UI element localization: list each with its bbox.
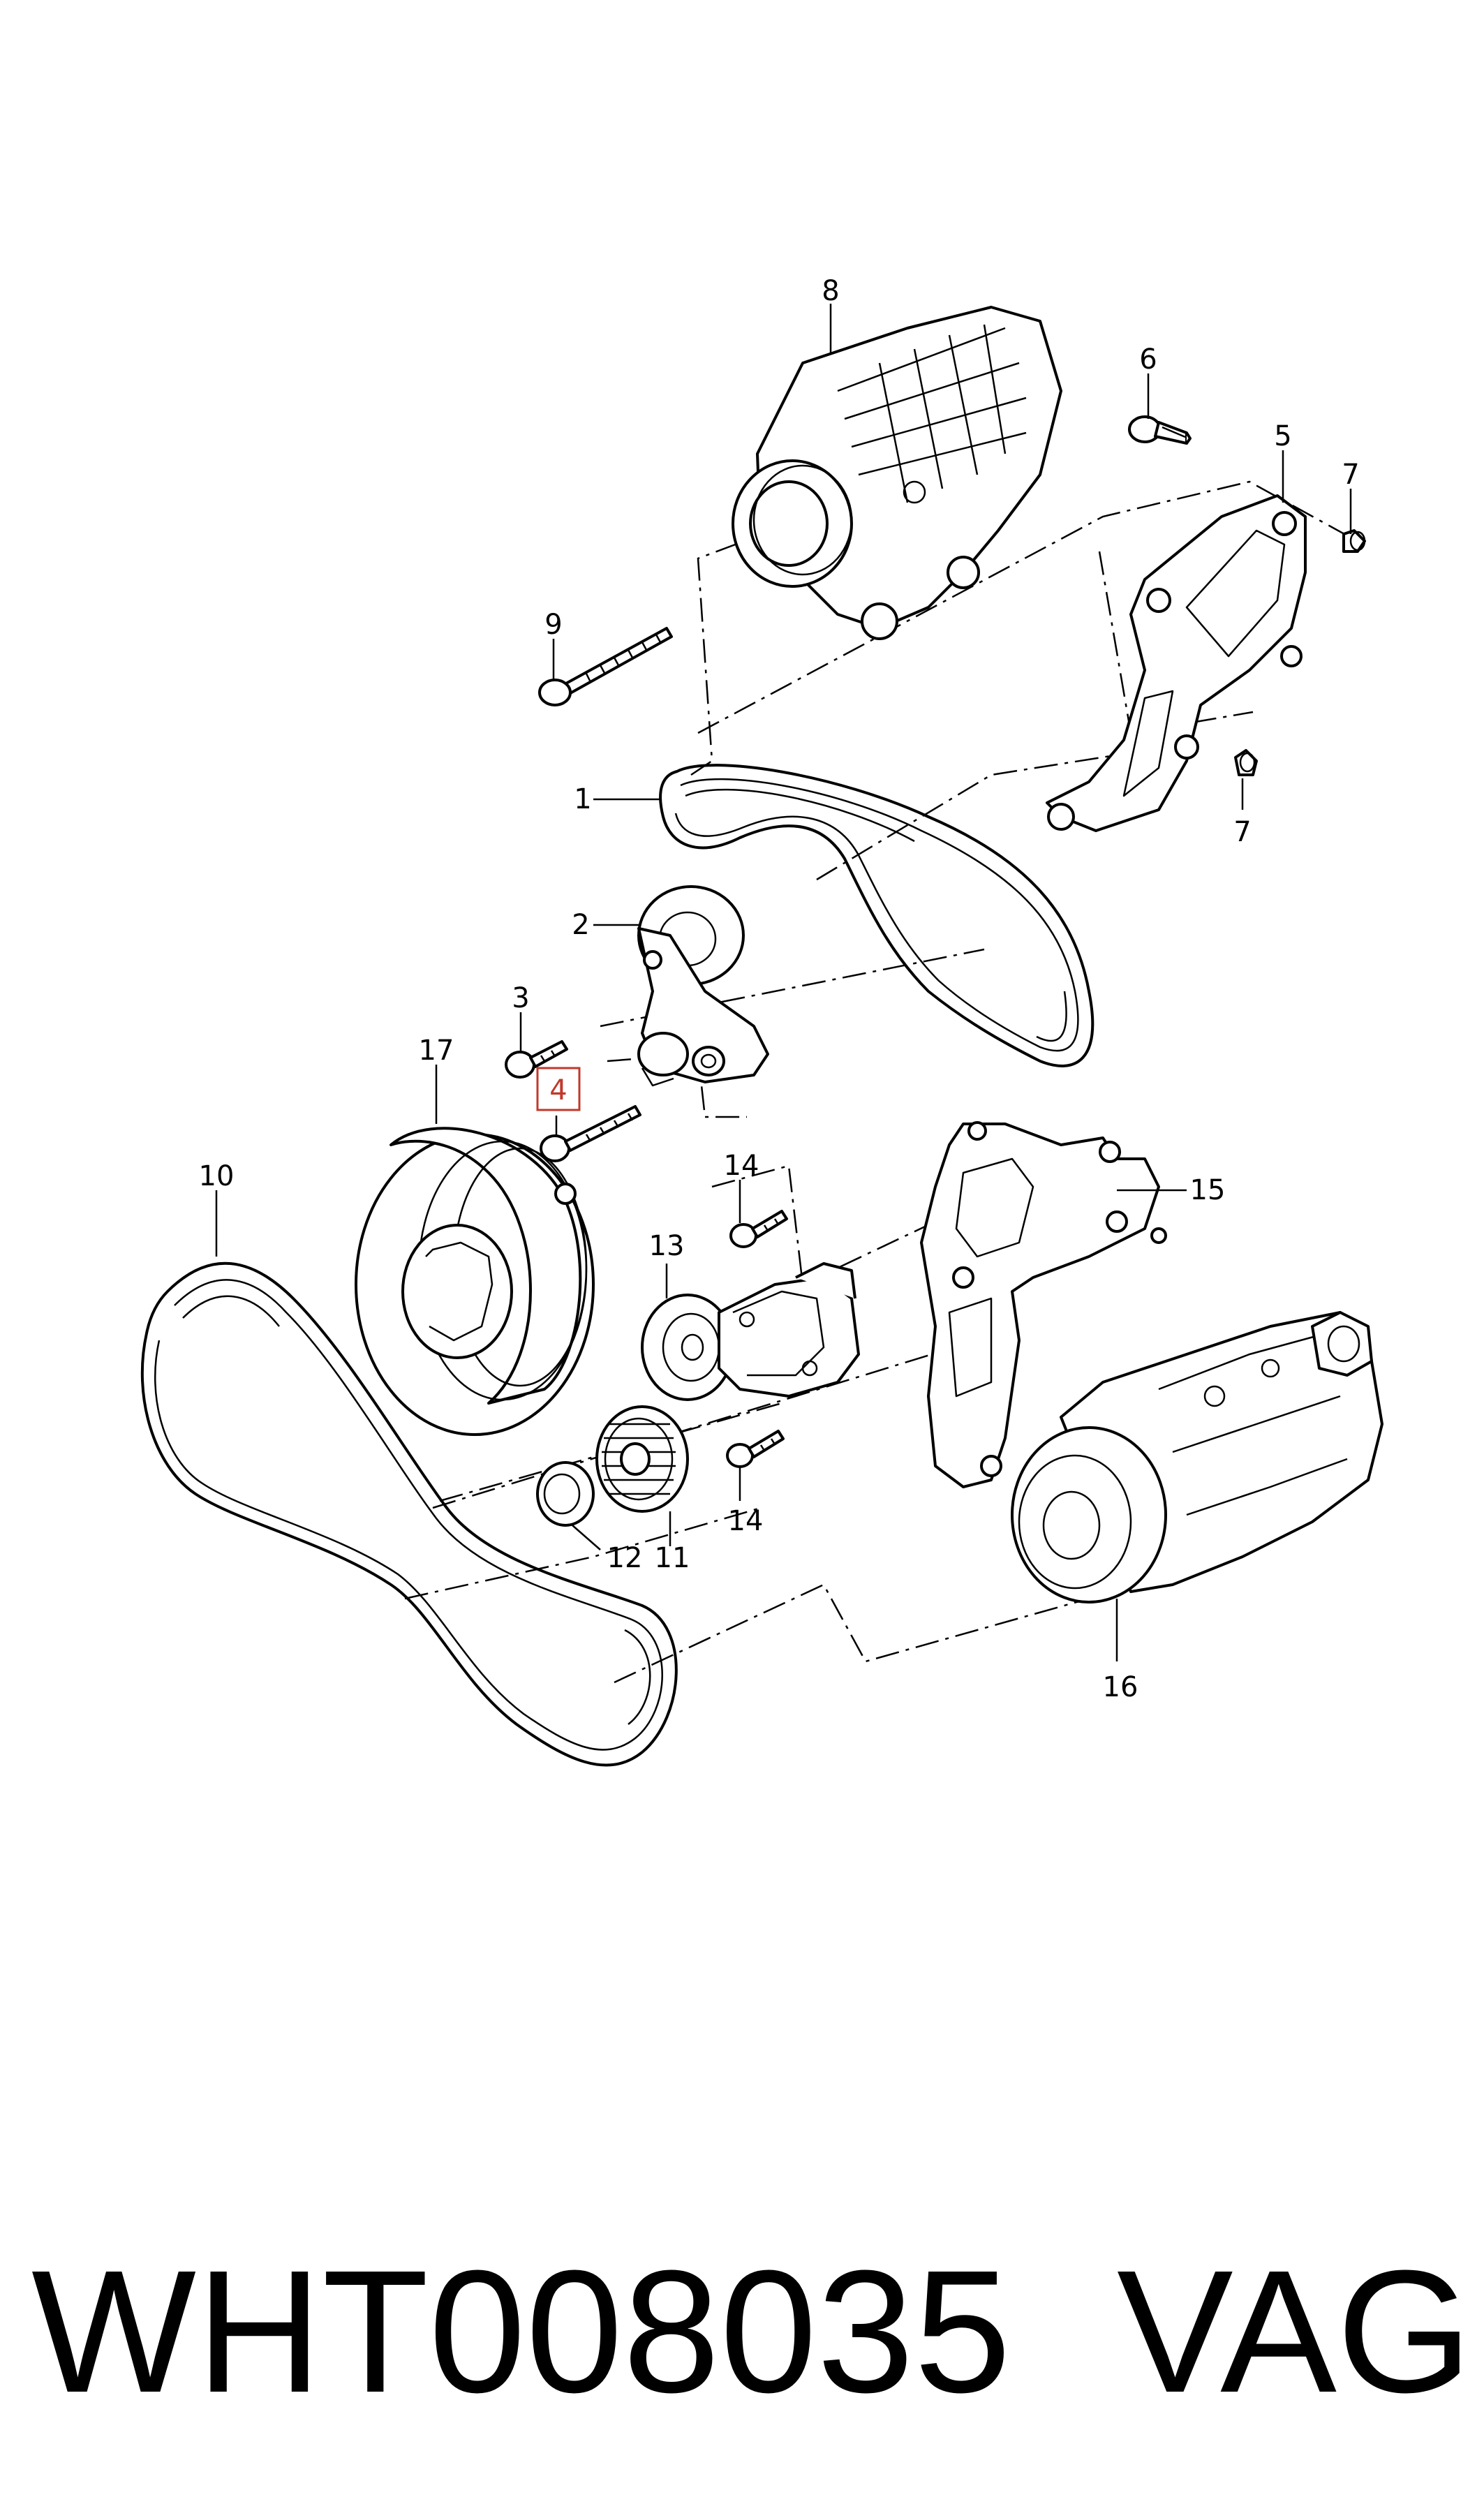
callout-8[interactable]: 8 (822, 275, 839, 307)
sleeve-lower[interactable] (1234, 749, 1258, 776)
callout-14-upper[interactable]: 14 (724, 1150, 759, 1182)
alternator[interactable] (732, 306, 1062, 640)
part-number: WHT008035 (31, 2234, 1011, 2429)
ac-compressor[interactable] (1011, 1311, 1383, 1604)
caption: WHT008035 VAG (0, 2227, 1484, 2436)
callout-9[interactable]: 9 (544, 609, 562, 641)
pulley-cover-cap[interactable] (536, 1461, 595, 1527)
callout-2[interactable]: 2 (572, 909, 589, 941)
callout-15[interactable]: 15 (1190, 1174, 1226, 1206)
compressor-bracket[interactable] (920, 1121, 1167, 1488)
tensioner-bolt-short[interactable] (505, 1040, 568, 1079)
belt-tensioner-lower[interactable] (641, 1262, 860, 1401)
sleeve-upper[interactable] (1342, 529, 1366, 553)
belt-tensioner-upper[interactable] (637, 885, 769, 1087)
callout-5[interactable]: 5 (1274, 420, 1291, 452)
alternator-bolt[interactable] (538, 627, 673, 706)
tensioner-bolt-long[interactable] (540, 1105, 641, 1162)
tensioner-bolt-upper-14[interactable] (729, 1210, 788, 1248)
idler-pulley[interactable] (595, 1405, 689, 1513)
callout-17[interactable]: 17 (419, 1035, 454, 1067)
callout-4[interactable]: 4 (549, 1074, 567, 1106)
callout-13[interactable]: 13 (649, 1230, 685, 1262)
callout-16[interactable]: 16 (1103, 1671, 1138, 1703)
callout-3[interactable]: 3 (512, 982, 529, 1014)
callout-11[interactable]: 11 (655, 1542, 690, 1574)
bracket-bolt[interactable] (1128, 415, 1192, 445)
crankshaft-pulley[interactable] (355, 1127, 595, 1436)
callout-14-lower[interactable]: 14 (728, 1505, 764, 1537)
callout-12[interactable]: 12 (607, 1542, 643, 1574)
brand-name: VAG (1117, 2234, 1473, 2429)
callouts: 8 6 5 7 9 1 7 2 3 17 4 10 14 15 13 14 12… (199, 275, 1360, 1703)
tensioner-bolt-lower-14[interactable] (726, 1430, 785, 1468)
leader-lines (215, 304, 1352, 1661)
lower-ribbed-belt[interactable] (140, 1261, 678, 1767)
callout-7-lower[interactable]: 7 (1233, 816, 1251, 848)
callout-7-upper[interactable]: 7 (1342, 459, 1359, 491)
callout-10[interactable]: 10 (199, 1160, 235, 1192)
callout-4-highlight-box (536, 1067, 581, 1111)
upper-ribbed-belt[interactable] (659, 764, 1095, 1067)
alternator-bracket[interactable] (1046, 494, 1307, 832)
callout-1[interactable]: 1 (574, 783, 591, 815)
callout-6[interactable]: 6 (1139, 343, 1157, 376)
